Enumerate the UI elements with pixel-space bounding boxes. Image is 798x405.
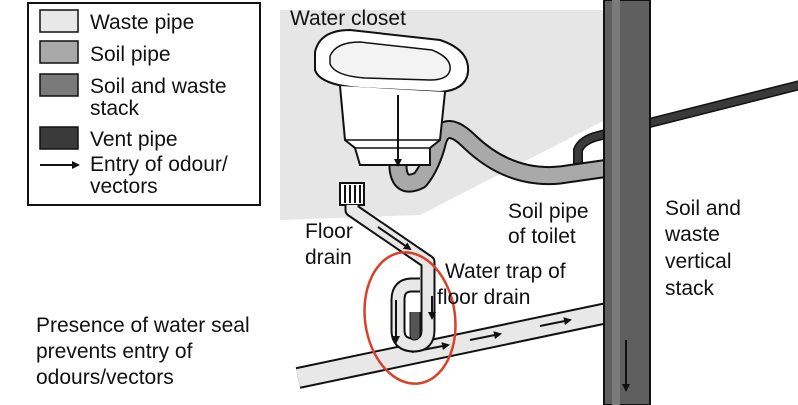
legend-swatch-soil-pipe [39, 40, 79, 64]
label-stack-line4: stack [665, 277, 715, 300]
floor-drain-grate [339, 182, 365, 206]
label-soil-pipe-line1: Soil pipe [508, 200, 589, 223]
water-trap [390, 277, 436, 353]
label-seal-line1: Presence of water seal [36, 314, 250, 337]
legend-swatch-vent-pipe [39, 126, 79, 150]
legend-swatch-waste-pipe [39, 9, 79, 33]
label-floor-drain-line2: drain [305, 246, 352, 269]
label-water-closet: Water closet [290, 7, 406, 30]
legend-label-soil-pipe: Soil pipe [90, 43, 171, 66]
label-floor-drain-line1: Floor [305, 220, 353, 243]
legend-box [27, 2, 261, 206]
legend-label-entry-line1: Entry of odour/ [90, 153, 228, 176]
label-trap-line2: floor drain [437, 286, 530, 309]
legend-swatch-stack [39, 73, 79, 97]
legend-label-waste-pipe: Waste pipe [90, 11, 194, 34]
water-seal-highlight [363, 251, 457, 385]
legend-label-stack-line1: Soil and waste [90, 75, 227, 98]
legend: Waste pipe Soil pipe Soil and waste stac… [27, 2, 261, 206]
label-stack-line2: waste [664, 223, 720, 246]
label-seal-line2: prevents entry of [36, 340, 193, 363]
label-stack-line3: vertical [665, 250, 732, 273]
label-trap-line1: Water trap of [445, 260, 566, 283]
label-soil-pipe-line2: of toilet [508, 225, 576, 248]
legend-label-vent-pipe: Vent pipe [90, 128, 178, 151]
soil-waste-stack [603, 0, 651, 405]
legend-label-stack-line2: stack [90, 97, 140, 120]
label-stack-line1: Soil and [665, 197, 741, 220]
legend-label-entry-line2: vectors [90, 175, 158, 198]
label-seal-line3: odours/vectors [36, 366, 174, 389]
